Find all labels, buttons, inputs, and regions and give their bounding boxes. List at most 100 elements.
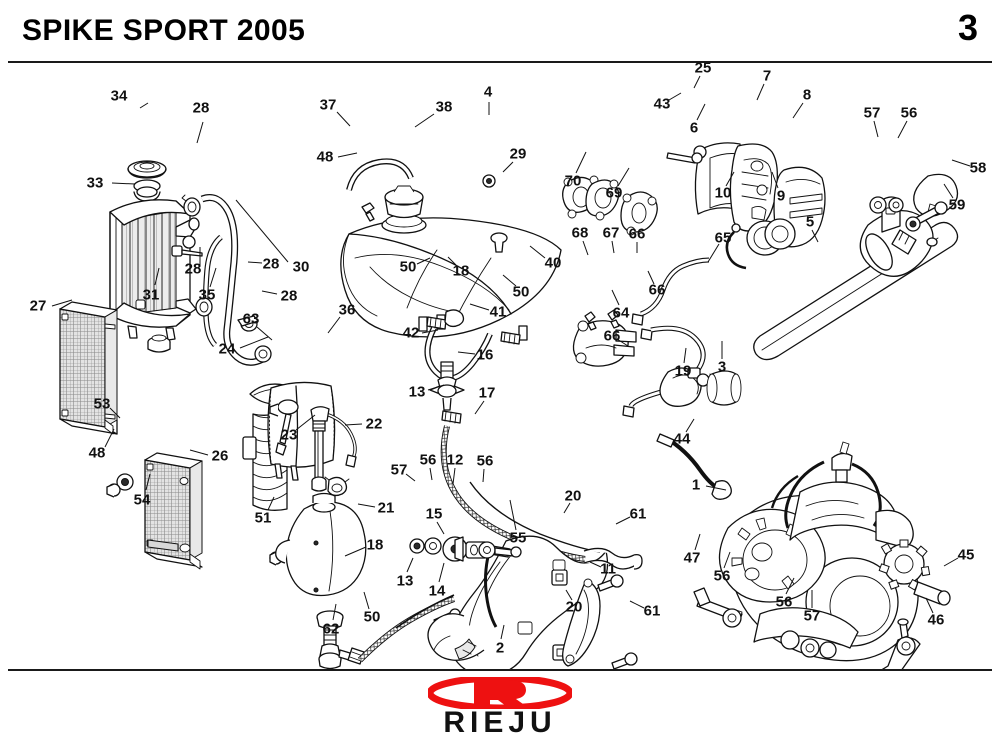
leader-50 [416, 257, 431, 265]
leader-20 [565, 589, 573, 601]
leader-61 [615, 516, 631, 525]
leader-30 [235, 199, 289, 263]
callout-56: 56 [476, 452, 494, 470]
leader-28 [261, 290, 278, 295]
part-hoses-30 [181, 194, 272, 366]
callout-15: 15 [425, 505, 443, 523]
callout-29: 29 [509, 145, 527, 163]
callout-3: 3 [717, 358, 727, 376]
callout-26: 26 [211, 447, 229, 465]
callout-41: 41 [489, 303, 507, 321]
leader-48 [337, 152, 358, 158]
callout-25: 25 [694, 59, 712, 77]
callout-37: 37 [319, 96, 337, 114]
callout-leader-lines [51, 75, 971, 640]
footer-divider [8, 669, 992, 671]
callout-57: 57 [863, 104, 881, 122]
leader-13 [427, 384, 445, 391]
leader-48 [104, 428, 115, 448]
exploded-diagram-artwork: .ln{fill:none;stroke:#111;stroke-width:1… [51, 75, 971, 669]
callout-64: 64 [612, 304, 630, 322]
leader-21 [357, 503, 376, 508]
callout-28: 28 [280, 287, 298, 305]
page-header: SPIKE SPORT 2005 3 [0, 0, 1000, 62]
part-exhaust-chamber-2 [427, 535, 643, 669]
leader-12 [452, 467, 456, 485]
page-title: SPIKE SPORT 2005 [22, 14, 306, 47]
callout-22: 22 [365, 415, 383, 433]
rieju-logo-mark [428, 677, 572, 709]
callout-57: 57 [803, 607, 821, 625]
callout-62: 62 [322, 620, 340, 638]
leader-1 [705, 485, 727, 491]
callout-36: 36 [338, 301, 356, 319]
part-fuel-tank-40 [340, 174, 562, 341]
callout-20: 20 [564, 487, 582, 505]
leader-66 [616, 338, 629, 347]
leader-9 [771, 171, 779, 189]
callout-66: 66 [603, 327, 621, 345]
callout-45: 45 [957, 546, 975, 564]
callout-16: 16 [476, 346, 494, 364]
leader-45 [943, 557, 959, 567]
callout-19: 19 [674, 362, 692, 380]
leader-44 [685, 418, 695, 433]
leader-57 [405, 473, 416, 482]
callout-33: 33 [86, 174, 104, 192]
leader-68 [582, 240, 589, 256]
leader-25 [693, 75, 701, 89]
callout-51: 51 [254, 509, 272, 527]
callout-43: 43 [653, 95, 671, 113]
callout-5: 5 [805, 213, 815, 231]
leader-62 [332, 603, 337, 621]
leader-29 [502, 161, 514, 173]
callout-34: 34 [110, 87, 128, 105]
leader-43 [668, 92, 682, 101]
callout-21: 21 [377, 499, 395, 517]
leader-16 [457, 351, 476, 355]
callout-11: 11 [600, 560, 616, 578]
callout-65: 65 [714, 229, 732, 247]
callout-70: 70 [564, 172, 582, 190]
diagram-canvas: .ln{fill:none;stroke:#111;stroke-width:1… [0, 59, 1000, 669]
part-filler-neck-23 [310, 406, 350, 497]
leader-18 [447, 256, 457, 266]
callout-2: 2 [495, 639, 505, 657]
part-grommet-12 [409, 536, 522, 562]
part-breather-hose-37 [346, 158, 414, 191]
part-oilpump-64 [572, 257, 710, 418]
leader-40 [529, 245, 546, 259]
leader-55 [509, 499, 517, 531]
callout-28: 28 [262, 255, 280, 273]
leader-5 [811, 229, 819, 243]
callout-35: 35 [198, 286, 216, 304]
part-oil-line-44 [656, 433, 732, 500]
part-expansion-tank-21 [275, 492, 367, 669]
callout-44: 44 [673, 430, 691, 448]
part-clamps-50-18 [426, 309, 521, 345]
leader-65 [707, 243, 720, 263]
leader-2 [500, 624, 505, 640]
part-gaskets-70-69 [562, 175, 658, 236]
callout-63: 63 [242, 310, 260, 328]
part-grille-26 [144, 452, 203, 570]
callout-56: 56 [419, 451, 437, 469]
leader-56 [785, 577, 795, 595]
leader-46 [925, 597, 934, 614]
callout-18: 18 [366, 536, 384, 554]
leader-31 [154, 267, 160, 286]
callout-31: 31 [142, 286, 160, 304]
callout-12: 12 [446, 451, 464, 469]
callout-48: 48 [88, 444, 106, 462]
leader-36 [327, 316, 341, 334]
leader-67 [611, 240, 615, 254]
rieju-logo: RIEJU [395, 677, 605, 738]
leader-27 [51, 299, 73, 307]
leader-59 [943, 183, 954, 199]
leader-38 [414, 113, 435, 128]
callout-28: 28 [192, 99, 210, 117]
callout-66: 66 [648, 281, 666, 299]
leader-69 [617, 167, 630, 187]
callout-23: 23 [280, 426, 298, 444]
